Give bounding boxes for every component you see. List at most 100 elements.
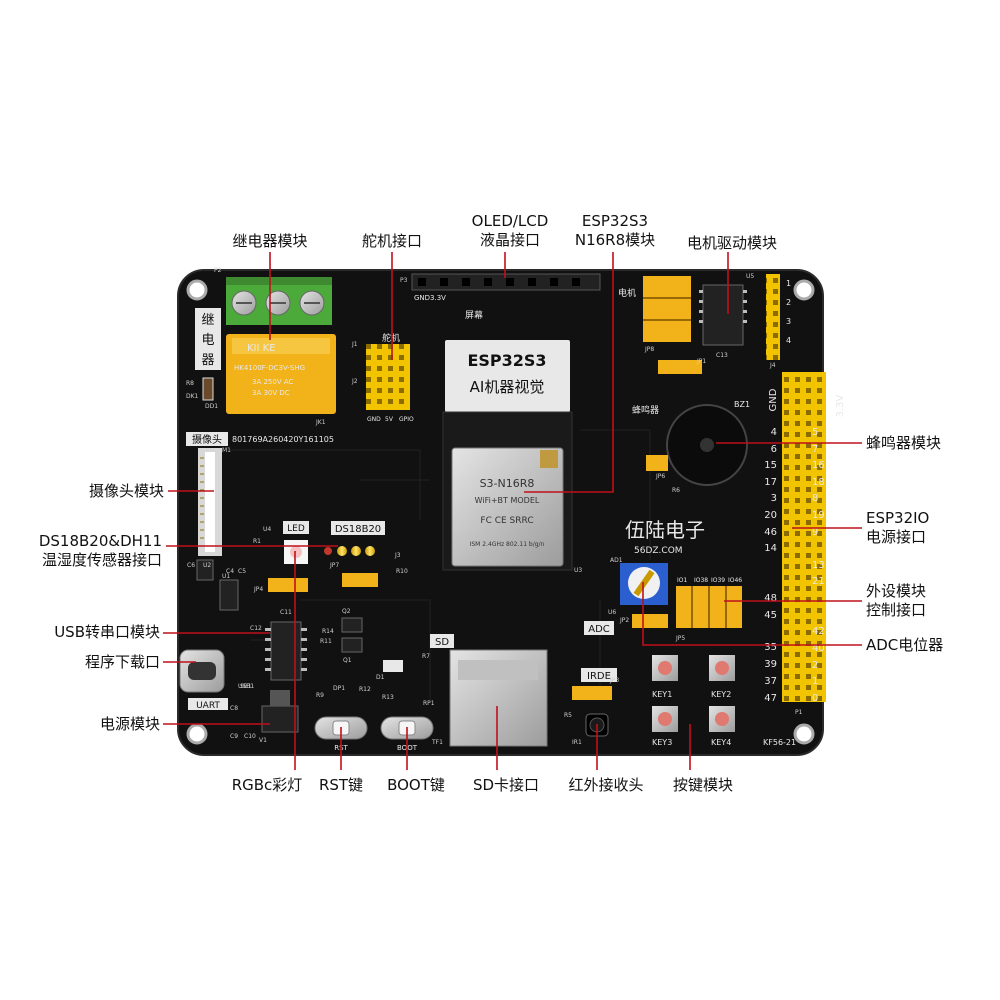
- ref-designator: P2: [214, 267, 222, 274]
- svg-text:LED: LED: [287, 524, 305, 534]
- ref-designator: JP2: [619, 617, 629, 624]
- callout-usb-serial: USB转串口模块: [54, 623, 160, 641]
- svg-text:37: 37: [764, 676, 777, 687]
- ref-designator: C8: [230, 705, 238, 712]
- svg-text:3.3V: 3.3V: [835, 394, 846, 417]
- servo-header: 舵机 GND 5V GPIO: [366, 332, 414, 423]
- sd-card-slot: SD: [430, 634, 548, 747]
- p1-labels-right: 3.3V 5 7 16 18 8 19 9 13 21 42 40 2 1 0: [812, 394, 846, 704]
- svg-text:2: 2: [812, 660, 818, 671]
- svg-text:16: 16: [812, 460, 825, 471]
- svg-text:IO39: IO39: [711, 577, 725, 584]
- callout-oled-line2: 液晶接口: [479, 231, 540, 249]
- ref-designator: R8: [186, 380, 194, 387]
- svg-text:电机: 电机: [618, 287, 636, 299]
- svg-text:35: 35: [764, 642, 777, 653]
- svg-text:7: 7: [812, 444, 818, 455]
- ref-designator: R7: [422, 653, 430, 660]
- svg-text:4: 4: [771, 427, 777, 438]
- svg-text:KII KE: KII KE: [247, 343, 276, 354]
- svg-text:8: 8: [812, 493, 818, 504]
- brand-logo: 伍陆电子 56DZ.COM: [625, 518, 705, 556]
- callout-relay: 继电器模块: [232, 232, 308, 250]
- svg-text:屏幕: 屏幕: [465, 309, 483, 321]
- svg-text:DS18B20: DS18B20: [335, 524, 381, 535]
- ref-designator: R14: [322, 628, 334, 635]
- oled-header: GND3.3V 屏幕: [411, 273, 601, 321]
- svg-text:BZ1: BZ1: [734, 400, 750, 409]
- svg-text:KEY1: KEY1: [652, 690, 672, 699]
- power-regulator: [261, 690, 299, 733]
- ref-designator: JK1: [315, 419, 326, 426]
- ref-designator: R9: [316, 692, 324, 699]
- callout-espio-line2: 电源接口: [866, 528, 927, 546]
- peripheral-jumpers: IO1 IO38 IO39 IO46: [676, 577, 742, 628]
- svg-text:GND3.3V: GND3.3V: [414, 294, 446, 302]
- svg-text:KEY2: KEY2: [711, 690, 731, 699]
- svg-text:器: 器: [201, 353, 214, 368]
- callout-esp-line2: N16R8模块: [574, 231, 656, 249]
- callout-espio: ESP32IO 电源接口: [866, 509, 929, 547]
- svg-text:蜂鸣器: 蜂鸣器: [632, 404, 659, 416]
- ref-designator: DP1: [333, 685, 345, 692]
- ref-designator: Q2: [342, 608, 351, 615]
- ref-designator: JP8: [644, 346, 654, 353]
- ref-designator: U5: [746, 273, 754, 280]
- svg-text:HK4100F-DC3V-SHG: HK4100F-DC3V-SHG: [234, 364, 305, 372]
- svg-text:46: 46: [764, 527, 777, 538]
- svg-text:FC CE SRRC: FC CE SRRC: [480, 516, 533, 526]
- callout-ds18b20: DS18B20&DH11 温湿度传感器接口: [10, 532, 162, 570]
- svg-text:IO38: IO38: [694, 577, 708, 584]
- svg-text:ADC: ADC: [588, 624, 610, 635]
- svg-text:KEY4: KEY4: [711, 738, 731, 747]
- svg-text:15: 15: [764, 460, 777, 471]
- callout-peripheral: 外设模块 控制接口: [866, 582, 926, 620]
- ref-designator: U3: [574, 567, 582, 574]
- callout-ds18b20-line1: DS18B20&DH11: [38, 532, 162, 550]
- ref-designator: J3: [394, 552, 401, 559]
- ref-designator: C11: [280, 609, 292, 616]
- ref-designator: U2: [203, 562, 211, 569]
- svg-text:3: 3: [771, 493, 777, 504]
- callout-adc: ADC电位器: [866, 636, 944, 654]
- usb-c-port: UART: [179, 649, 228, 711]
- svg-text:KEY3: KEY3: [652, 738, 672, 747]
- svg-text:3A 30V DC: 3A 30V DC: [252, 389, 290, 397]
- svg-text:SD: SD: [435, 637, 449, 648]
- ref-designator: J1: [351, 341, 358, 348]
- svg-text:3A 250V AC: 3A 250V AC: [252, 378, 294, 386]
- ref-designator: SB1: [240, 683, 252, 690]
- ref-designator: J4: [769, 362, 776, 369]
- callout-buzzer: 蜂鸣器模块: [866, 434, 942, 452]
- svg-text:1: 1: [786, 279, 791, 288]
- callout-oled-line1: OLED/LCD: [471, 212, 549, 230]
- svg-text:6: 6: [771, 444, 777, 455]
- callout-keys: 按键模块: [672, 776, 733, 794]
- ref-designator: USB1: [238, 683, 254, 690]
- ref-designator: JP1: [696, 358, 706, 365]
- svg-text:9: 9: [812, 527, 818, 538]
- svg-text:ESP32S3: ESP32S3: [467, 351, 546, 370]
- svg-text:WiFi+BT MODEL: WiFi+BT MODEL: [475, 496, 540, 505]
- svg-text:801769A260420Y161105: 801769A260420Y161105: [232, 435, 334, 444]
- svg-text:IO1: IO1: [677, 577, 687, 584]
- svg-text:AI机器视觉: AI机器视觉: [470, 378, 545, 396]
- callout-esp-module: ESP32S3 N16R8模块: [565, 212, 665, 250]
- svg-text:继: 继: [201, 313, 214, 328]
- svg-text:42: 42: [812, 626, 825, 637]
- ref-designator: RP1: [423, 700, 435, 707]
- svg-text:13: 13: [812, 560, 825, 571]
- ref-designator: C10: [244, 733, 256, 740]
- ref-designator: R12: [359, 686, 371, 693]
- callout-boot: BOOT键: [387, 776, 445, 794]
- ref-designator: R11: [320, 638, 332, 645]
- ref-designator: DD1: [205, 403, 218, 410]
- svg-text:S3-N16R8: S3-N16R8: [480, 477, 535, 490]
- ref-designator: TF1: [431, 739, 443, 746]
- ref-designator: M1: [222, 447, 231, 454]
- p1-labels-left: GND 4 6 15 17 3 20 46 14 48 45 35 39 37 …: [764, 388, 779, 704]
- relay-body: KII KE HK4100F-DC3V-SHG 3A 250V AC 3A 30…: [226, 334, 336, 414]
- svg-text:UART: UART: [196, 701, 220, 711]
- svg-text:0: 0: [812, 693, 818, 704]
- ref-designator: JP5: [675, 635, 685, 642]
